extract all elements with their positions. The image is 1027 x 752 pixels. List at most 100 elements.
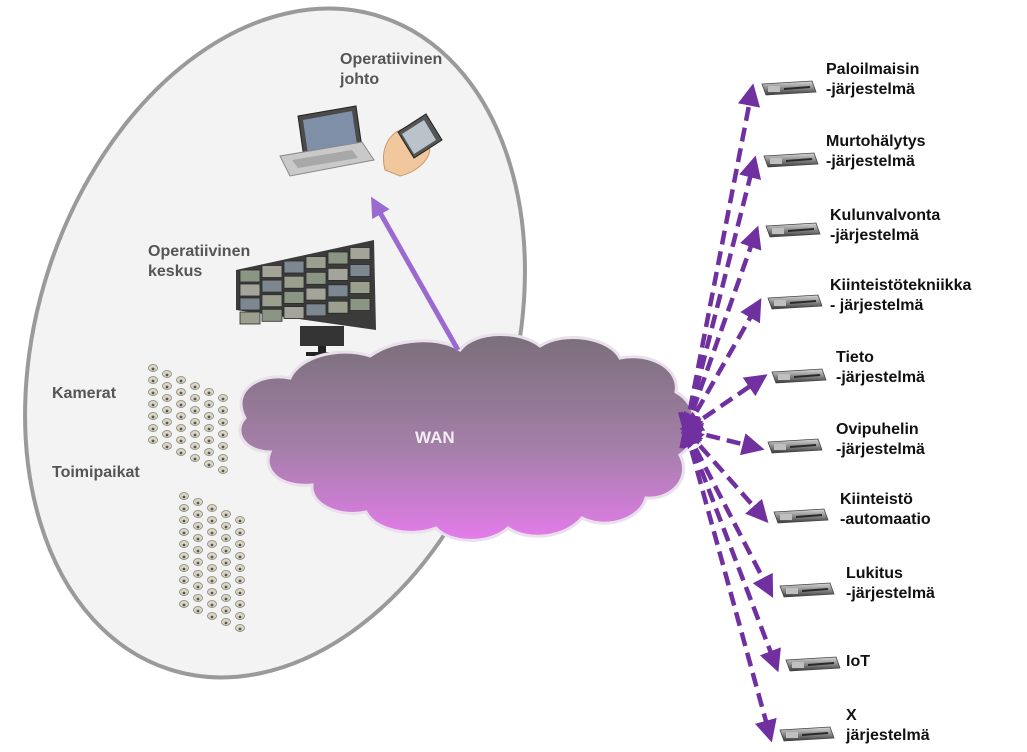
- system-label: Ovipuhelin-järjestelmä: [836, 420, 925, 460]
- camera-dome-icon: [207, 588, 217, 596]
- camera-dome-icon: [193, 510, 203, 518]
- camera-dome-icon: [193, 558, 203, 566]
- camera-dome-icon: [179, 600, 189, 608]
- camera-dome-icon: [148, 388, 158, 396]
- camera-dome-icon: [235, 528, 245, 536]
- handheld-device-icon: [382, 113, 443, 177]
- cameras-label: Kamerat: [52, 385, 117, 402]
- server-icon: [765, 222, 821, 238]
- camera-dome-icon: [162, 382, 172, 390]
- system-connection-arrow: [681, 423, 781, 673]
- server-icon: [779, 726, 835, 742]
- camera-dome-icon: [179, 576, 189, 584]
- system-connection-arrow: [679, 423, 777, 743]
- camera-dome-icon: [221, 570, 231, 578]
- camera-dome-icon: [176, 412, 186, 420]
- system-label-line: Kulunvalvonta: [830, 207, 941, 224]
- laptop-icon: [279, 105, 375, 177]
- video-tile: [327, 284, 349, 298]
- system-label: IoT: [846, 652, 870, 672]
- camera-dome-icon: [218, 466, 228, 474]
- camera-dome-icon: [190, 418, 200, 426]
- camera-dome-icon: [221, 510, 231, 518]
- camera-dome-icon: [235, 552, 245, 560]
- video-tile: [261, 294, 283, 308]
- camera-dome-icon: [221, 582, 231, 590]
- camera-dome-icon: [207, 612, 217, 620]
- camera-dome-icon: [204, 400, 214, 408]
- camera-dome-icon: [162, 442, 172, 450]
- system-label: Kiinteistö -automaatio: [840, 490, 931, 530]
- server-icon: [785, 656, 841, 672]
- system-label: Paloilmaisin -järjestelmä: [826, 60, 919, 100]
- camera-dome-icon: [221, 618, 231, 626]
- operational-management-label: Operatiivinen johto: [340, 50, 442, 90]
- camera-dome-icon: [235, 576, 245, 584]
- system-label-line: Paloilmaisin: [826, 61, 920, 78]
- camera-dome-icon: [218, 418, 228, 426]
- system-label-line: -järjestelmä: [846, 585, 935, 602]
- camera-dome-icon: [235, 600, 245, 608]
- system-label: Kulunvalvonta -järjestelmä: [830, 206, 940, 246]
- camera-dome-icon: [207, 552, 217, 560]
- camera-cluster-icon: [148, 364, 245, 632]
- camera-dome-icon: [179, 516, 189, 524]
- camera-dome-icon: [221, 534, 231, 542]
- wan-to-management-arrow: [371, 196, 461, 352]
- system-label-line: -järjestelmä: [836, 369, 925, 386]
- camera-dome-icon: [162, 370, 172, 378]
- camera-dome-icon: [179, 564, 189, 572]
- camera-dome-icon: [179, 588, 189, 596]
- system-label-line: X: [846, 707, 857, 724]
- camera-dome-icon: [190, 442, 200, 450]
- camera-dome-icon: [162, 430, 172, 438]
- system-label-line: -järjestelmä: [836, 441, 925, 458]
- camera-dome-icon: [179, 540, 189, 548]
- camera-dome-icon: [204, 448, 214, 456]
- system-label: Lukitus -järjestelmä: [846, 564, 935, 604]
- system-label: Tieto-järjestelmä: [836, 348, 925, 388]
- camera-dome-icon: [193, 534, 203, 542]
- system-label-line: Lukitus: [846, 565, 903, 582]
- camera-dome-icon: [193, 498, 203, 506]
- camera-dome-icon: [207, 576, 217, 584]
- system-label-line: -järjestelmä: [826, 81, 915, 98]
- operational-management-line-2: johto: [340, 71, 380, 88]
- server-icon: [767, 438, 823, 454]
- camera-dome-icon: [218, 406, 228, 414]
- video-tile: [239, 311, 261, 325]
- video-tile: [349, 264, 371, 277]
- system-connection-arrow: [680, 374, 768, 434]
- sites-label: Toimipaikat: [52, 464, 140, 481]
- video-tile: [349, 298, 371, 311]
- camera-dome-icon: [207, 540, 217, 548]
- camera-dome-icon: [235, 564, 245, 572]
- video-tile: [261, 279, 283, 293]
- system-label-line: - järjestelmä: [830, 297, 924, 314]
- camera-dome-icon: [148, 412, 158, 420]
- camera-dome-icon: [207, 504, 217, 512]
- system-label-line: järjestelmä: [846, 727, 930, 744]
- system-label-line: -automaatio: [840, 511, 931, 528]
- camera-dome-icon: [235, 516, 245, 524]
- system-label: Murtohälytys-järjestelmä: [826, 132, 926, 172]
- camera-dome-icon: [207, 528, 217, 536]
- video-tile: [305, 256, 327, 269]
- video-tile: [283, 275, 305, 289]
- system-label-line: -järjestelmä: [826, 153, 915, 170]
- camera-dome-icon: [235, 540, 245, 548]
- system-label-line: IoT: [846, 653, 870, 670]
- camera-dome-icon: [190, 406, 200, 414]
- camera-dome-icon: [193, 582, 203, 590]
- camera-dome-icon: [190, 454, 200, 462]
- system-label-line: Kiinteistö: [840, 491, 913, 508]
- camera-dome-icon: [235, 588, 245, 596]
- camera-dome-icon: [204, 412, 214, 420]
- video-tile: [239, 269, 261, 283]
- camera-dome-icon: [190, 394, 200, 402]
- video-tile: [327, 267, 349, 281]
- system-label-line: -järjestelmä: [830, 227, 919, 244]
- camera-dome-icon: [176, 448, 186, 456]
